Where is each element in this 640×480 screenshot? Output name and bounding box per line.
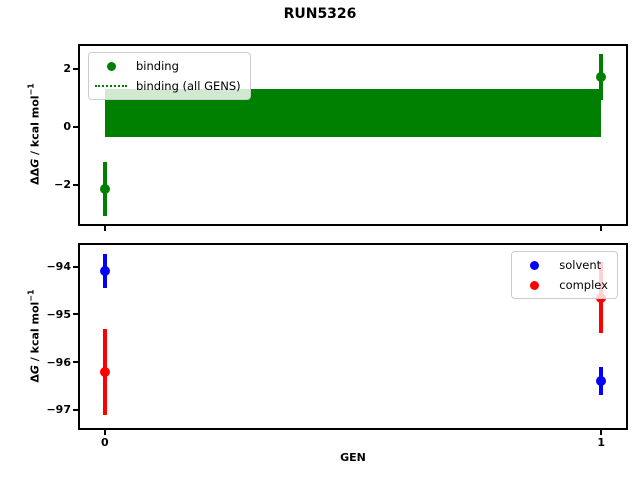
x-axis-label: GEN (340, 451, 366, 464)
axes-dg-plot: −94 −95 −96 −97 0 1 solvent complex (46, 243, 628, 449)
ylabel-exponent: −1 (26, 289, 36, 302)
legend: binding binding (all GENS) (88, 52, 251, 100)
legend-item: complex (517, 275, 608, 295)
y-tick-mark (73, 408, 78, 411)
solvent-marker (596, 376, 607, 387)
y-tick-mark (73, 313, 78, 316)
axes-ddg-plot: 2 0 −2 binding binding (all GENS) (54, 44, 628, 231)
y-tick-mark (73, 265, 78, 268)
legend-label: solvent (559, 258, 602, 272)
ylabel-delta: Δ (28, 374, 42, 383)
complex-marker (99, 366, 110, 377)
legend-label: complex (559, 278, 608, 292)
dot-glyph (106, 61, 116, 71)
legend: solvent complex (511, 251, 618, 299)
x-tick-mark (103, 226, 106, 231)
y-tick-mark (73, 361, 78, 364)
legend-item: binding (all GENS) (94, 76, 241, 96)
legend-dotted-line-icon (94, 85, 128, 87)
binding-marker (99, 184, 110, 195)
x-tick-label: 1 (597, 436, 605, 449)
x-tick-mark (600, 226, 603, 231)
y-tick-label: 0 (63, 120, 71, 134)
legend-dot-icon (517, 280, 551, 290)
y-tick-label: −95 (46, 307, 71, 321)
legend-dot-icon (94, 61, 128, 71)
y-tick-mark (73, 125, 78, 128)
legend-item: binding (94, 56, 241, 76)
dotted-line-glyph (95, 85, 127, 87)
solvent-marker (99, 266, 110, 277)
y-tick-label: −94 (46, 260, 71, 273)
y-tick-mark (73, 183, 78, 186)
y-tick-label: −2 (54, 178, 71, 192)
y-tick-label: −96 (46, 355, 71, 369)
x-tick-label: 0 (100, 436, 109, 449)
ylabel-variable: G (28, 158, 42, 168)
dot-glyph (529, 280, 539, 290)
figure-title: RUN5326 (283, 6, 357, 22)
legend-dot-icon (517, 260, 551, 270)
legend-label: binding (136, 59, 179, 73)
legend-item: solvent (517, 255, 608, 275)
legend-label: binding (all GENS) (136, 79, 241, 93)
y-tick-mark (73, 67, 78, 70)
x-tick-mark (103, 430, 106, 435)
binding-marker (596, 71, 607, 82)
y-tick-label: −97 (46, 403, 71, 417)
x-tick-mark (600, 430, 603, 435)
dot-glyph (529, 260, 539, 270)
ylabel-exponent: −1 (26, 83, 36, 96)
y-tick-label: 2 (63, 62, 71, 76)
